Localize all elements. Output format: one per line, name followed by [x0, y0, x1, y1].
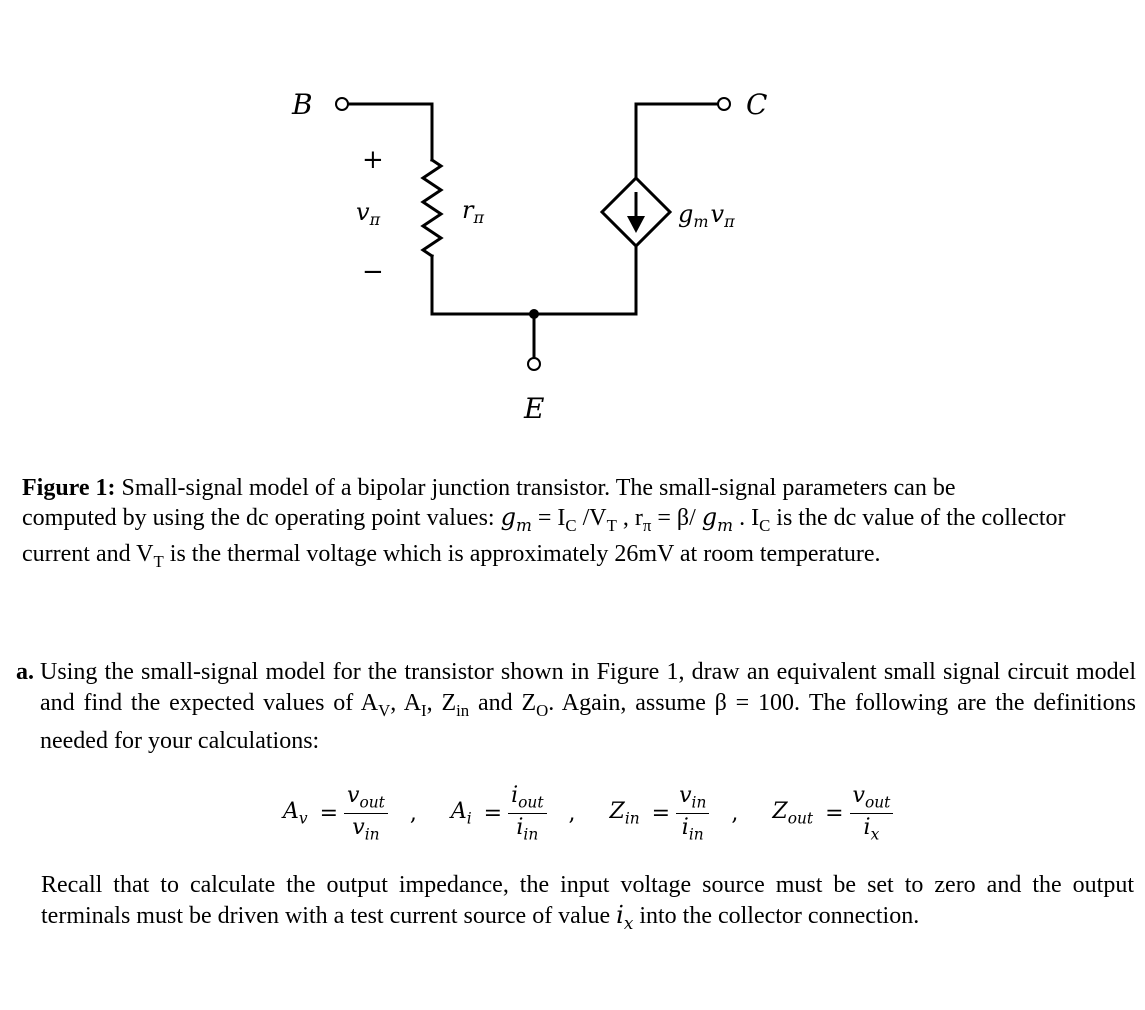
ic-sub: C	[565, 515, 577, 535]
junction-dot	[529, 309, 539, 319]
figure-caption: Figure 1: Small-signal model of a bipola…	[22, 474, 1132, 576]
caption-line2-e: = β/	[651, 505, 702, 531]
equals-sign: =	[825, 800, 844, 826]
gm-symbol: g	[500, 503, 516, 531]
av-sub: V	[378, 700, 391, 720]
caption-line2-c: /V	[576, 505, 607, 531]
def-zin: Zin = vin iin	[610, 783, 710, 843]
separator-comma: ,	[731, 800, 739, 826]
gm-v-pi-label: gmvπ	[678, 200, 735, 231]
equals-sign: =	[483, 800, 503, 826]
question-p5: . Again, assume β = 100. The following a…	[40, 690, 1137, 754]
question-p1: Using the small-signal model for the tra…	[40, 659, 1136, 716]
denominator: iin	[516, 814, 539, 843]
collector-terminal	[717, 97, 731, 111]
recall-p2: into the collector connection.	[633, 903, 920, 929]
numerator: vin	[676, 783, 710, 814]
numerator: iout	[508, 783, 547, 814]
caption-line3-a: current and V	[22, 540, 154, 567]
fraction: vout ix	[849, 783, 894, 843]
recall-paragraph: Recall that to calculate the output impe…	[41, 870, 1134, 938]
numerator: vout	[849, 783, 894, 814]
bjt-small-signal-diagram: B C E + − vπ rπ gmvπ	[291, 88, 767, 425]
question-body: Using the small-signal model for the tra…	[40, 657, 1136, 757]
fraction: vout vin	[344, 783, 388, 843]
zin-sub: in	[456, 700, 470, 720]
separator-comma: ,	[568, 800, 576, 826]
zo-sub: O	[536, 700, 549, 720]
numerator: vout	[344, 783, 388, 814]
caption-line2-f: . I	[733, 505, 760, 531]
separator-comma: ,	[409, 800, 417, 826]
question-p3: , Z	[426, 690, 457, 716]
caption-label: Figure 1:	[22, 475, 116, 501]
def-lhs: Ai	[450, 798, 472, 828]
denominator: ix	[863, 814, 880, 843]
denominator: vin	[352, 814, 380, 843]
def-lhs: Zin	[609, 798, 640, 828]
dependent-current-source	[599, 175, 673, 249]
question-label: a.	[16, 659, 34, 685]
ai-sub: I	[421, 700, 427, 720]
gm2-sub: m	[717, 514, 734, 535]
def-zout: Zout = vout ix	[772, 783, 894, 843]
question-p4: and Z	[469, 690, 537, 716]
source-arrow-head	[627, 216, 645, 233]
def-ai: Ai = iout iin	[451, 783, 547, 843]
caption-line2-b: = I	[531, 505, 566, 531]
def-av: Av = vout vin	[283, 783, 388, 843]
ix-symbol: i	[616, 901, 624, 929]
question-p2: , A	[390, 690, 422, 716]
node-c-label: C	[746, 88, 767, 121]
r-pi-label: rπ	[462, 196, 484, 227]
plus-sign: +	[362, 145, 384, 175]
equals-sign: =	[319, 800, 339, 826]
node-e-label: E	[523, 392, 544, 425]
base-terminal	[335, 97, 349, 111]
definitions-row: Av = vout vin , Ai = iout iin , Zin = vi…	[283, 783, 894, 843]
ic2-sub: C	[759, 515, 771, 535]
node-b-label: B	[291, 88, 313, 121]
v-pi-label: vπ	[356, 198, 381, 229]
minus-sign: −	[362, 257, 384, 287]
r-pi-resistor	[420, 157, 444, 259]
equals-sign: =	[651, 800, 671, 826]
def-lhs: Zout	[772, 798, 814, 828]
caption-line2-a: computed by using the dc operating point…	[22, 505, 501, 531]
emitter-terminal	[527, 357, 541, 371]
def-lhs: Av	[283, 798, 308, 828]
vt-sub: T	[606, 515, 617, 535]
vt2-sub: T	[153, 551, 164, 571]
gm-sub: m	[515, 514, 532, 535]
gm2-symbol: g	[701, 503, 718, 531]
rpi-sub: π	[642, 515, 652, 535]
recall-p1: Recall that to calculate the output impe…	[41, 872, 1134, 929]
caption-line3-b: is the thermal voltage which is approxim…	[163, 540, 881, 567]
question-a: a. Using the small-signal model for the …	[16, 657, 1136, 757]
fraction: vin iin	[676, 783, 710, 843]
fraction: iout iin	[508, 783, 547, 843]
ix-sub: x	[623, 912, 634, 933]
caption-line2-g: is the dc value of the collector	[770, 505, 1066, 531]
caption-line2-d: , r	[616, 505, 643, 531]
denominator: iin	[681, 814, 704, 843]
caption-line1: Small-signal model of a bipolar junction…	[115, 475, 956, 501]
